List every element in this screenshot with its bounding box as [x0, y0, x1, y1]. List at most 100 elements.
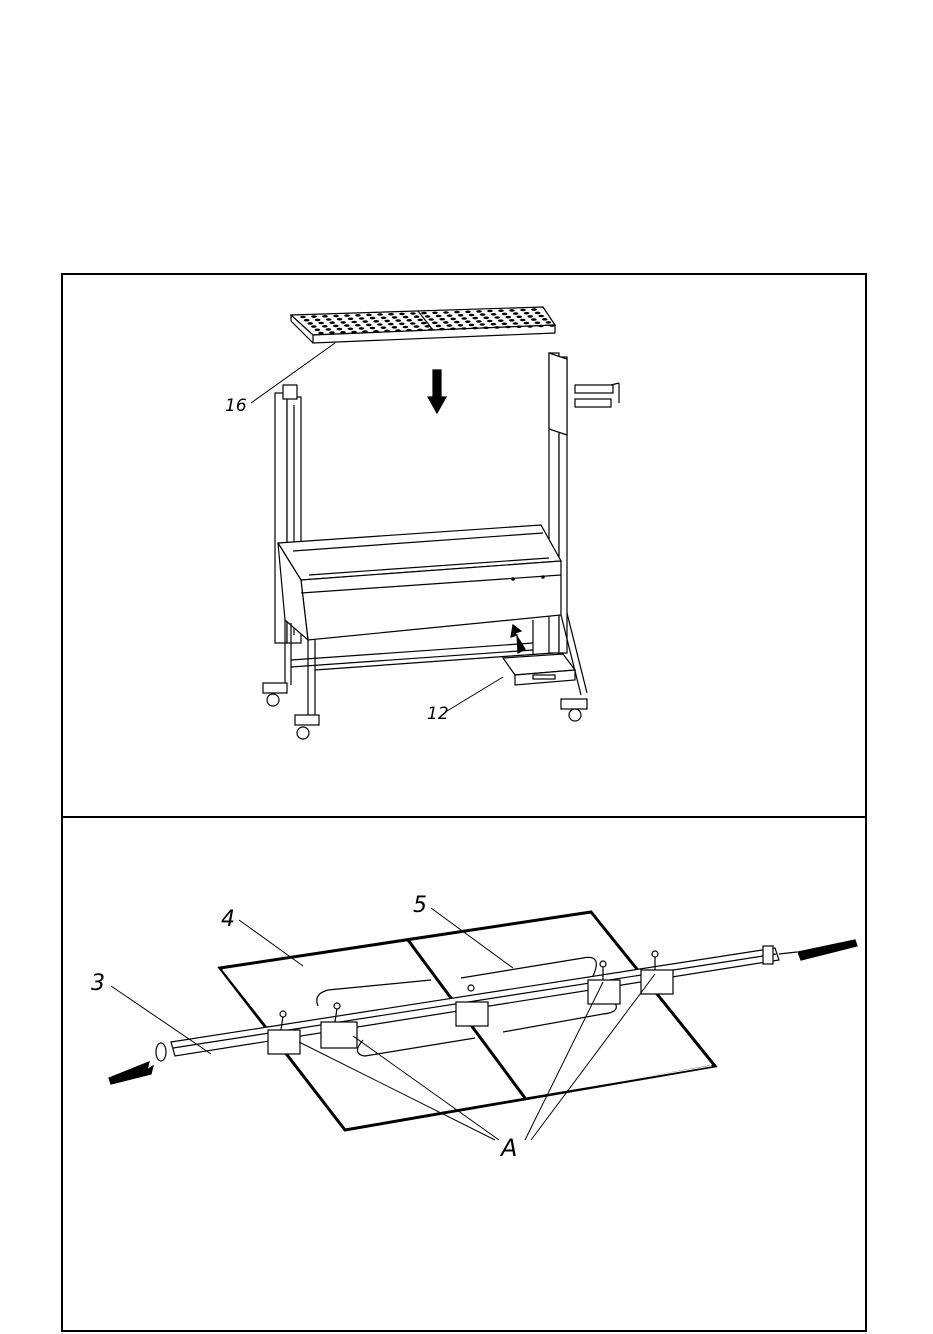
grate-hole: [454, 311, 460, 314]
grate-hole: [403, 326, 409, 329]
grate-hole: [348, 318, 354, 321]
grate-hole: [498, 309, 504, 312]
grate-hole: [333, 325, 339, 328]
grate-hole: [436, 325, 442, 328]
grate-hole: [524, 322, 530, 325]
grate-hole: [509, 319, 515, 322]
grate-hole: [531, 308, 537, 311]
grate-hole: [359, 327, 365, 330]
grate-hole: [366, 314, 372, 317]
grate-hole: [329, 321, 335, 324]
grate-hole: [326, 328, 332, 331]
grate-hole: [307, 322, 313, 325]
grate-hole: [527, 325, 533, 328]
grate-hole: [509, 309, 515, 312]
grate-hole: [388, 313, 394, 316]
grate-hole: [447, 324, 453, 327]
grate-hole: [417, 329, 423, 332]
grate-hole: [439, 318, 445, 321]
insert-arrow-right-icon: [798, 940, 857, 960]
grate-hole: [494, 326, 500, 329]
grate-hole: [399, 313, 405, 316]
grate-hole: [359, 317, 365, 320]
grate-hole: [392, 326, 398, 329]
grate-hole: [538, 325, 544, 328]
grate-hole: [535, 312, 541, 315]
grate-hole: [333, 315, 339, 318]
grate-hole: [395, 329, 401, 332]
grate-hole: [329, 331, 335, 334]
grate-hole: [300, 316, 306, 319]
grate-hole: [326, 318, 332, 321]
grate-hole: [502, 313, 508, 316]
grate-hole: [351, 331, 357, 334]
grate-hole: [516, 316, 522, 319]
grate-hole: [443, 311, 449, 314]
callout-3: 3: [91, 971, 105, 996]
grate-hole: [476, 310, 482, 313]
grate-hole: [527, 315, 533, 318]
grate-hole: [399, 323, 405, 326]
grate-hole: [458, 324, 464, 327]
grate-hole: [450, 318, 456, 321]
grate-hole: [428, 328, 434, 331]
grate-hole: [337, 328, 343, 331]
grate-hole: [370, 327, 376, 330]
grate-hole: [366, 324, 372, 327]
grate-hole: [340, 321, 346, 324]
grate-hole: [322, 325, 328, 328]
grate-hole: [432, 312, 438, 315]
grate-hole: [546, 321, 552, 324]
caster-wheels: [263, 683, 587, 739]
grate-hole: [315, 329, 321, 332]
grate-hole: [458, 314, 464, 317]
grate-hole: [502, 323, 508, 326]
grate-hole: [487, 310, 493, 313]
grate-hole: [425, 315, 431, 318]
grate-hole: [304, 319, 310, 322]
grate-hole: [410, 312, 416, 315]
grate-hole: [498, 319, 504, 322]
grate-hole: [535, 322, 541, 325]
grate-hole: [311, 325, 317, 328]
grate-hole: [355, 314, 361, 317]
grate-hole: [461, 317, 467, 320]
grate-hole: [450, 328, 456, 331]
grate-hole: [344, 324, 350, 327]
grate-hole: [406, 329, 412, 332]
grate-hole: [377, 313, 383, 316]
grate-hole: [414, 315, 420, 318]
grate-hole: [410, 322, 416, 325]
grill-grate: [291, 307, 555, 343]
grate-hole: [469, 314, 475, 317]
grate-hole: [318, 332, 324, 335]
grate-hole: [348, 328, 354, 331]
grate-hole: [425, 325, 431, 328]
grate-hole: [494, 316, 500, 319]
grate-hole: [476, 320, 482, 323]
down-arrow-icon: [428, 370, 446, 413]
grate-hole: [403, 316, 409, 319]
grate-hole: [322, 315, 328, 318]
grate-hole: [480, 313, 486, 316]
grate-hole: [392, 316, 398, 319]
assembly-step-grate-tray: 16: [61, 273, 867, 818]
grate-hole: [542, 318, 548, 321]
grate-hole: [340, 331, 346, 334]
grate-hole: [531, 318, 537, 321]
grate-hole: [520, 309, 526, 312]
grate-hole: [491, 313, 497, 316]
grate-hole: [472, 317, 478, 320]
grate-hole: [377, 323, 383, 326]
grate-hole: [549, 324, 555, 327]
grate-hole: [311, 315, 317, 318]
grate-hole: [538, 315, 544, 318]
grate-hole: [505, 316, 511, 319]
grate-hole: [362, 330, 368, 333]
grate-hole: [344, 314, 350, 317]
grate-hole: [421, 312, 427, 315]
grate-hole: [373, 330, 379, 333]
grill-assembly-illustration: 16: [63, 275, 869, 820]
grate-hole: [480, 323, 486, 326]
grate-hole: [381, 326, 387, 329]
